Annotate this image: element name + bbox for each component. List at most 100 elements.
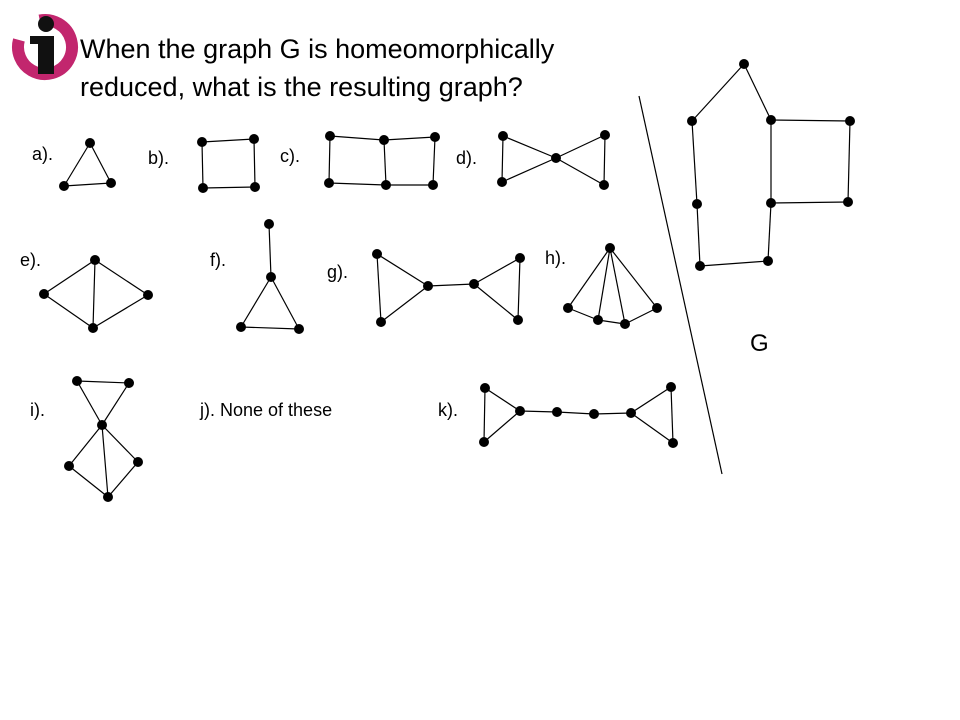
graph-edge: [691, 120, 698, 205]
question-title: When the graph G is homeomorphically red…: [80, 30, 640, 106]
option-f-label[interactable]: f).: [210, 250, 226, 270]
graph-edge: [63, 182, 112, 187]
graph-edge: [101, 424, 139, 463]
graph-vertex: [90, 255, 100, 265]
graph-vertex: [143, 290, 153, 300]
graph-vertex: [376, 317, 386, 327]
graph-edge: [201, 138, 255, 143]
info-person-icon: [12, 14, 78, 80]
graph-vertex: [72, 376, 82, 386]
graph-vertex: [294, 324, 304, 334]
graph-edge: [328, 135, 331, 184]
graph-edge: [328, 182, 387, 186]
graph-edge: [240, 276, 272, 328]
divider-line: [638, 95, 723, 475]
graph-edge: [609, 247, 658, 309]
graph-edge: [517, 257, 521, 321]
graph-edge: [380, 285, 429, 323]
graph-edge: [68, 424, 103, 467]
graph-edge: [691, 63, 745, 122]
graph-edge: [609, 247, 626, 325]
graph-vertex: [552, 407, 562, 417]
graph-edge: [94, 259, 149, 296]
graph-option-a[interactable]: [59, 138, 116, 191]
option-e-label[interactable]: e).: [20, 250, 42, 270]
graph-vertex: [563, 303, 573, 313]
graph-edge: [483, 387, 486, 443]
graph-option-i[interactable]: [64, 376, 143, 502]
graph-edge: [501, 157, 557, 183]
option-a-label[interactable]: a).: [32, 144, 54, 164]
graph-vertex: [626, 408, 636, 418]
graph-vertex: [479, 437, 489, 447]
graph-edge: [597, 247, 611, 321]
title-line-1: When the graph G is homeomorphically: [80, 34, 555, 64]
graph-option-f[interactable]: [236, 219, 304, 334]
graph-vertex: [423, 281, 433, 291]
graph-edge: [383, 139, 387, 186]
graph-vertex: [236, 322, 246, 332]
graph-option-c[interactable]: [324, 131, 440, 190]
graph-edge: [483, 410, 521, 443]
graph-option-b[interactable]: [197, 134, 260, 193]
graph-vertex: [106, 178, 116, 188]
graph-vertex: [379, 135, 389, 145]
option-k-label[interactable]: k).: [438, 400, 458, 420]
graph-vertex: [652, 303, 662, 313]
graph-vertex: [480, 383, 490, 393]
graph-g: [687, 59, 855, 271]
graph-option-h[interactable]: [563, 243, 662, 329]
graph-edge: [624, 307, 658, 325]
graph-vertex: [766, 115, 776, 125]
graph-vertex: [763, 256, 773, 266]
graph-vertex: [428, 180, 438, 190]
graph-edge: [107, 461, 139, 498]
graph-vertex: [497, 177, 507, 187]
graph-edge: [593, 412, 632, 415]
graph-edge: [63, 142, 91, 187]
option-i-label[interactable]: i).: [30, 400, 45, 420]
graph-edge: [630, 412, 674, 444]
graph-edge: [376, 253, 382, 323]
graph-edge: [383, 136, 436, 141]
graph-option-k[interactable]: [479, 382, 678, 448]
graph-vertex: [551, 153, 561, 163]
title-line-2: reduced, what is the resulting graph?: [80, 72, 523, 102]
option-b-label[interactable]: b).: [148, 148, 170, 168]
graph-option-d[interactable]: [497, 130, 610, 190]
graph-option-e[interactable]: [39, 255, 153, 333]
graph-vertex: [97, 420, 107, 430]
graph-vertex: [250, 182, 260, 192]
option-h-label[interactable]: h).: [545, 248, 567, 268]
graph-edge: [556, 411, 595, 415]
graph-vertex: [513, 315, 523, 325]
graph-edge: [567, 307, 599, 321]
graph-vertex: [88, 323, 98, 333]
graph-edge: [329, 135, 385, 141]
graph-vertex: [605, 243, 615, 253]
option-d-label[interactable]: d).: [456, 148, 478, 168]
graph-vertex: [64, 461, 74, 471]
graph-edge: [76, 380, 103, 426]
graph-vertex: [430, 132, 440, 142]
graph-vertex: [249, 134, 259, 144]
graph-vertex: [498, 131, 508, 141]
graph-edge: [767, 202, 772, 262]
graph-vertex: [666, 382, 676, 392]
graph-vertex: [325, 131, 335, 141]
graph-vertex: [593, 315, 603, 325]
graph-edge: [670, 386, 674, 444]
graph-vertex: [692, 199, 702, 209]
graph-edge: [770, 201, 849, 204]
graph-vertex: [324, 178, 334, 188]
option-g-label[interactable]: g).: [327, 262, 349, 282]
graph-vertex: [589, 409, 599, 419]
graph-edge: [268, 223, 272, 278]
graph-vertex: [39, 289, 49, 299]
graph-option-g[interactable]: [372, 249, 525, 327]
option-j-label[interactable]: j). None of these: [200, 400, 333, 420]
graph-edge: [376, 253, 429, 287]
option-c-label[interactable]: c).: [280, 146, 300, 166]
graph-vertex: [85, 138, 95, 148]
